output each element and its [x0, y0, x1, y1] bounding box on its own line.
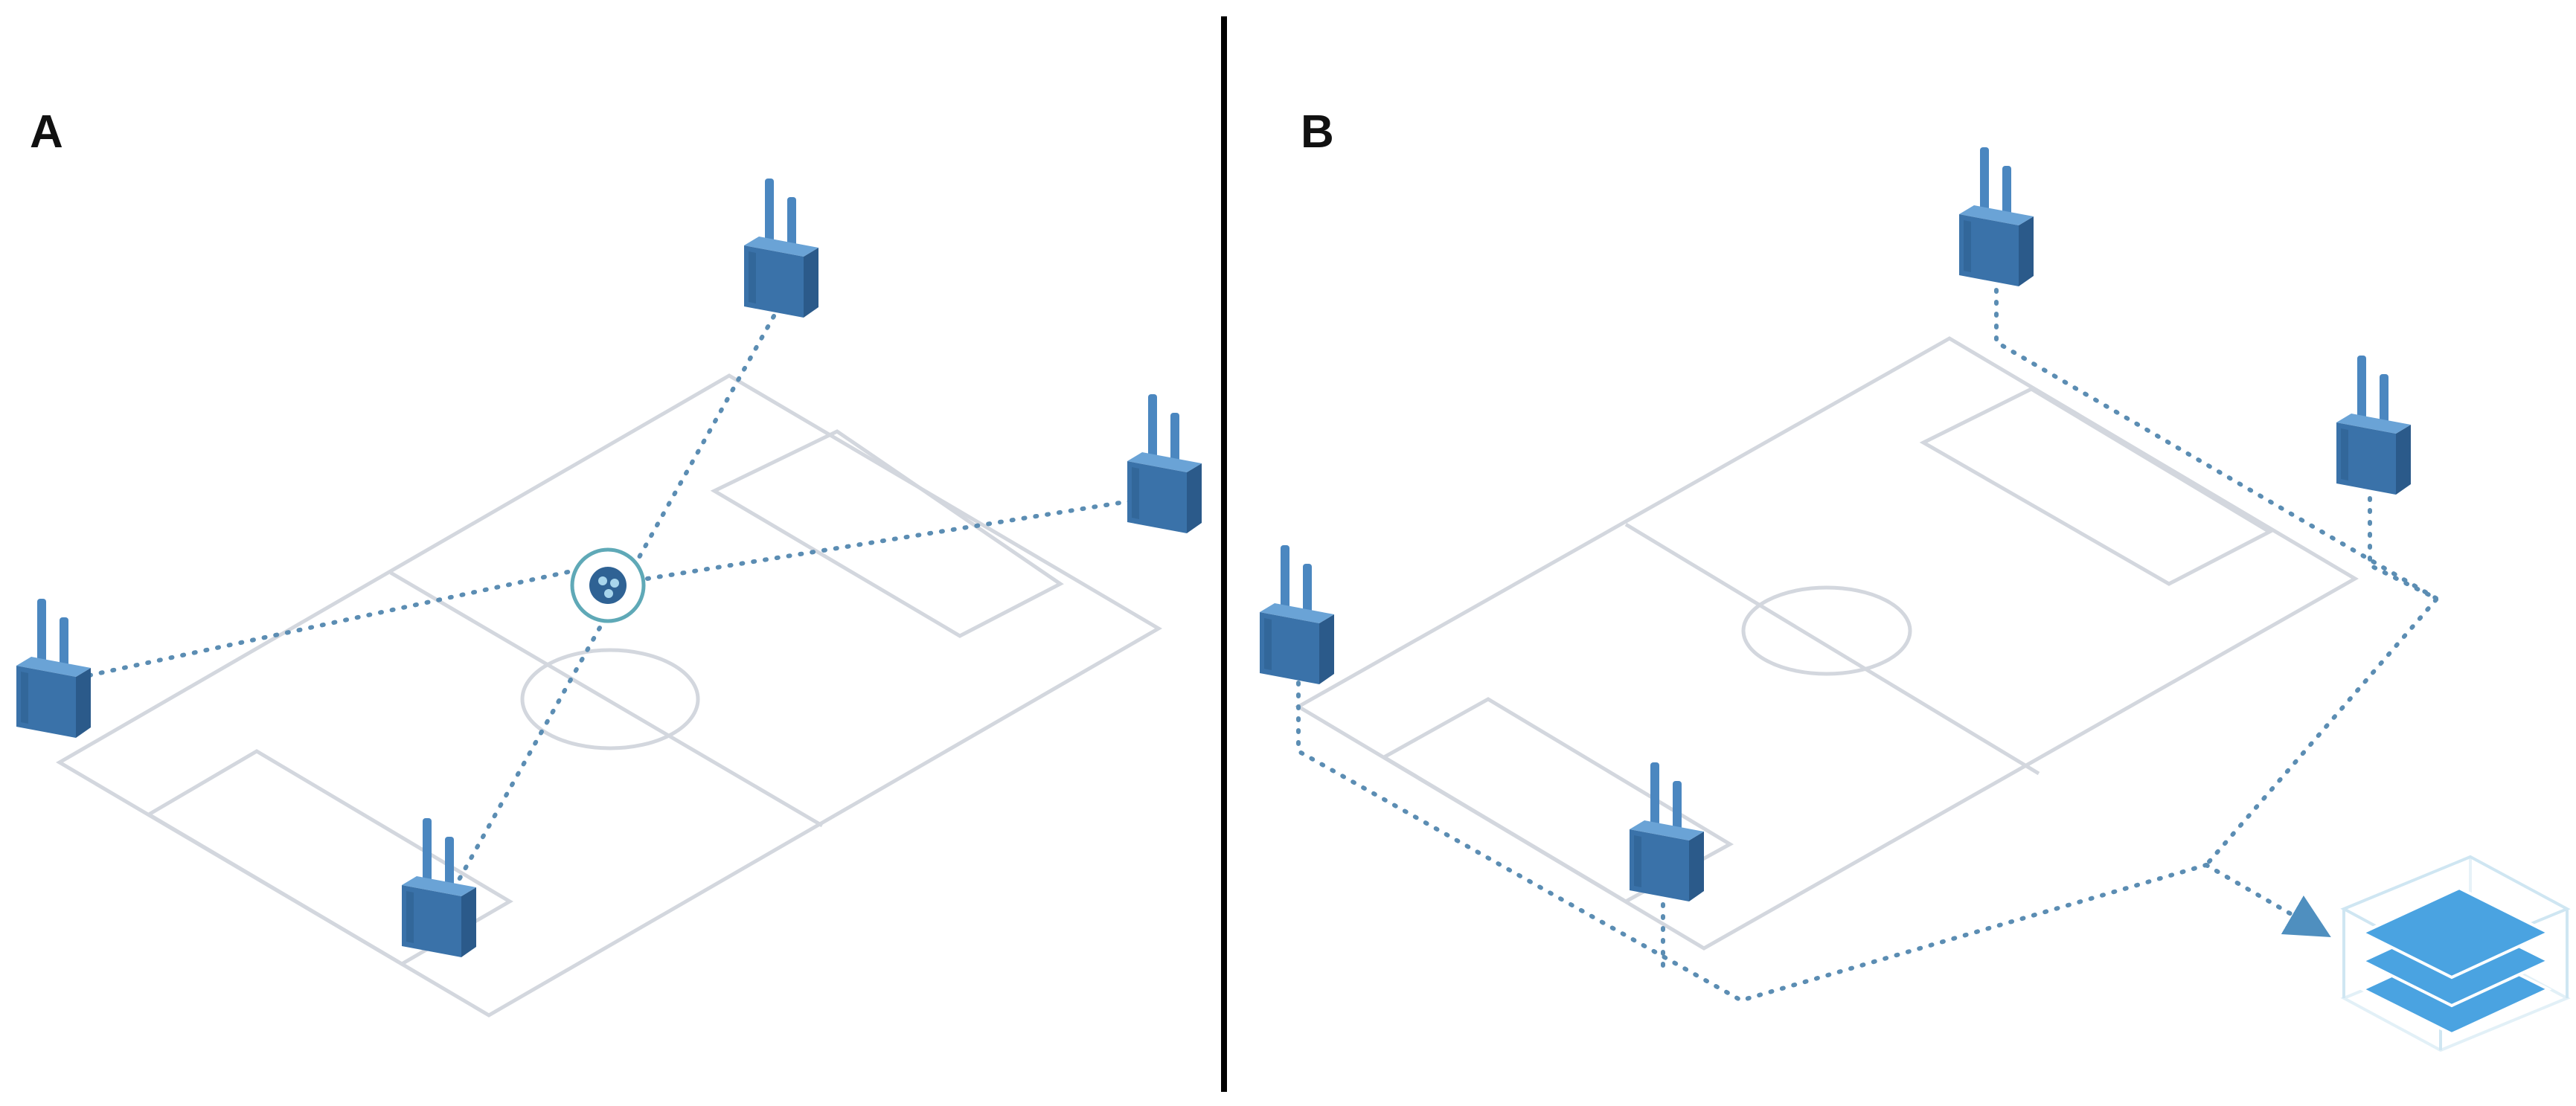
data-server-stack-icon — [2340, 855, 2571, 1052]
panel-a: A — [16, 106, 1202, 1017]
panel-b: B — [1260, 106, 2571, 1052]
sensor-network-b — [1296, 288, 2441, 1003]
wireless-sensor-icon — [16, 599, 91, 738]
wireless-sensor-icon — [1630, 762, 1704, 901]
wireless-sensor-icon — [2336, 356, 2411, 495]
soccer-field-b — [1295, 336, 2359, 951]
data-flow-arrow — [2204, 863, 2331, 938]
wireless-sensor-icon — [402, 818, 476, 957]
soccer-ball-icon — [570, 547, 646, 623]
wireless-sensor-icon — [1127, 394, 1202, 533]
wireless-sensor-icon — [1260, 545, 1334, 684]
wireless-sensor-icon — [1959, 147, 2034, 286]
panel-a-label: A — [30, 106, 63, 158]
sensor-links-a — [87, 314, 1141, 891]
wireless-sensor-icon — [744, 179, 818, 318]
panel-b-label: B — [1301, 106, 1334, 158]
soccer-field-a — [56, 373, 1162, 1017]
